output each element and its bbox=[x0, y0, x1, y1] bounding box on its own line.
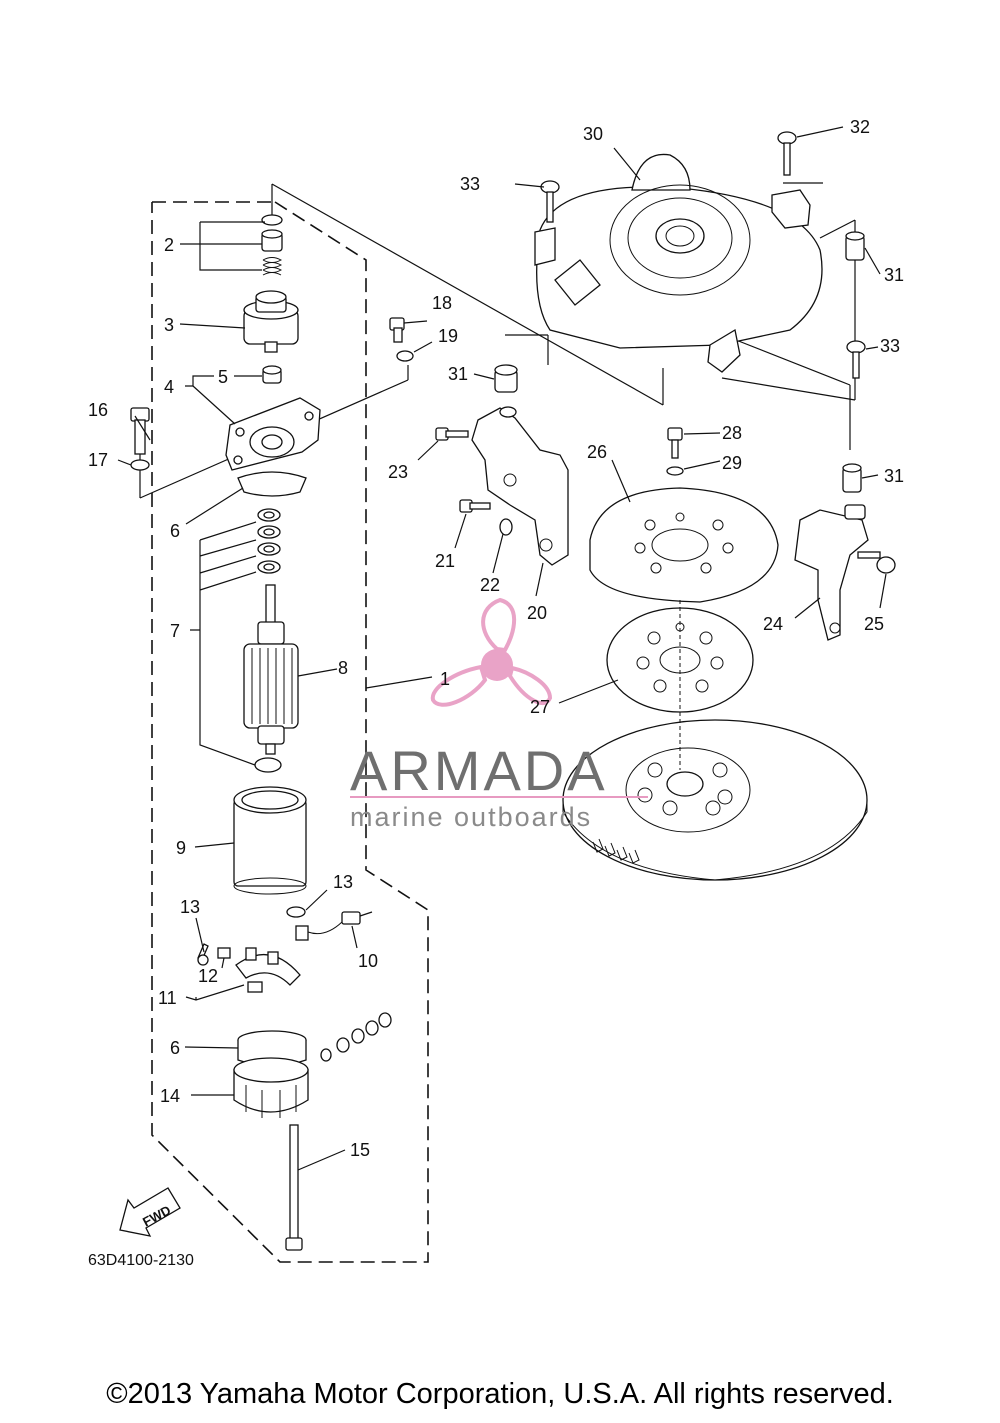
callout-31-lower-right: 31 bbox=[884, 466, 904, 486]
drive-pinion bbox=[243, 290, 299, 353]
stator-plate bbox=[589, 427, 779, 603]
copyright-notice: ©2013 Yamaha Motor Corporation, U.S.A. A… bbox=[106, 1378, 894, 1410]
callout-21: 21 bbox=[435, 551, 455, 571]
callout-13-left: 13 bbox=[180, 897, 200, 917]
callout-25: 25 bbox=[864, 614, 884, 634]
through-bolt bbox=[285, 1124, 303, 1251]
terminal-and-brush-lead bbox=[286, 906, 373, 941]
callout-7: 7 bbox=[170, 621, 180, 641]
callout-6-lower: 6 bbox=[170, 1038, 180, 1058]
callout-31-upper-right: 31 bbox=[884, 265, 904, 285]
watermark-logo bbox=[430, 597, 553, 707]
callout-11: 11 bbox=[158, 988, 177, 1008]
callout-28: 28 bbox=[722, 423, 742, 443]
rear-washers bbox=[320, 1012, 392, 1062]
callout-6-upper: 6 bbox=[170, 521, 180, 541]
callout-24: 24 bbox=[763, 614, 783, 634]
callout-23: 23 bbox=[388, 462, 408, 482]
callout-26: 26 bbox=[587, 442, 607, 462]
callout-numbers: 1 2 3 4 5 6 6 7 8 9 10 11 12 13 13 14 15… bbox=[88, 117, 904, 1160]
callout-27: 27 bbox=[530, 697, 550, 717]
cover-screws bbox=[540, 131, 866, 379]
armature bbox=[243, 584, 299, 755]
callout-16: 16 bbox=[88, 400, 108, 420]
flywheel-cover bbox=[534, 153, 823, 373]
drawing-code: 63D4100-2130 bbox=[88, 1252, 194, 1269]
callout-15: 15 bbox=[350, 1140, 370, 1160]
flywheel bbox=[562, 600, 868, 881]
callout-30: 30 bbox=[583, 124, 603, 144]
right-bracket bbox=[794, 504, 896, 641]
callout-29: 29 bbox=[722, 453, 742, 473]
callout-22: 22 bbox=[480, 575, 500, 595]
bushing bbox=[262, 365, 282, 384]
starter-rear-bracket bbox=[233, 1030, 309, 1118]
pinion-stopper-set bbox=[261, 214, 283, 276]
callout-1: 1 bbox=[440, 669, 450, 689]
brush-holder bbox=[197, 943, 301, 993]
callout-4: 4 bbox=[164, 377, 174, 397]
callout-2: 2 bbox=[164, 235, 174, 255]
leader-lines bbox=[117, 126, 887, 1171]
callout-12: 12 bbox=[198, 966, 218, 986]
callout-9: 9 bbox=[176, 838, 186, 858]
callout-3: 3 bbox=[164, 315, 174, 335]
fwd-direction-arrow: FWD bbox=[119, 1187, 181, 1237]
callout-32: 32 bbox=[850, 117, 870, 137]
watermark-text: ARMADA marine outboards bbox=[350, 739, 648, 832]
watermark-brand: ARMADA bbox=[350, 739, 608, 802]
callout-10: 10 bbox=[358, 951, 378, 971]
callout-19: 19 bbox=[438, 326, 458, 346]
callout-17: 17 bbox=[88, 450, 108, 470]
callout-33-left: 33 bbox=[460, 174, 480, 194]
callout-18: 18 bbox=[432, 293, 452, 313]
starter-front-bracket bbox=[225, 397, 321, 471]
watermark-tagline: marine outboards bbox=[350, 802, 592, 832]
starter-seal-upper bbox=[237, 471, 307, 497]
cover-collars bbox=[842, 231, 865, 493]
callout-14: 14 bbox=[160, 1086, 180, 1106]
callout-33-right: 33 bbox=[880, 336, 900, 356]
callout-13-right: 13 bbox=[333, 872, 353, 892]
bracket-bolt bbox=[130, 407, 150, 471]
callout-5: 5 bbox=[218, 367, 228, 387]
armature-washer bbox=[254, 757, 282, 773]
starter-yoke bbox=[233, 786, 307, 895]
callout-8: 8 bbox=[338, 658, 348, 678]
starter-group-boundary bbox=[151, 201, 429, 1263]
callout-31-center: 31 bbox=[448, 364, 468, 384]
callout-20: 20 bbox=[527, 603, 547, 623]
bracket-and-fasteners bbox=[389, 317, 569, 566]
thrust-washers bbox=[257, 508, 281, 574]
